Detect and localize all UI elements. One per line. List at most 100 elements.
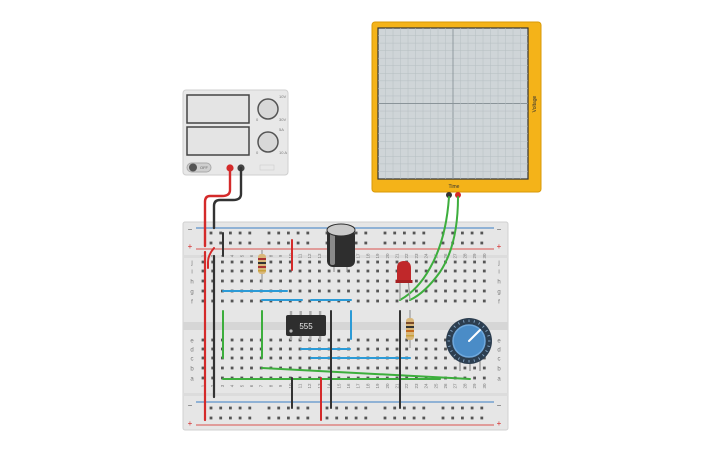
breadboard-hole[interactable] (415, 289, 418, 293)
breadboard-hole[interactable] (221, 299, 224, 303)
breadboard-hole[interactable] (347, 279, 350, 283)
breadboard-hole[interactable] (473, 269, 476, 273)
breadboard-hole[interactable] (288, 366, 292, 370)
breadboard-hole[interactable] (318, 269, 321, 273)
breadboard-hole[interactable] (415, 299, 418, 303)
breadboard-hole[interactable] (422, 231, 426, 235)
breadboard-hole[interactable] (470, 416, 474, 420)
breadboard-hole[interactable] (473, 260, 476, 264)
breadboard-hole[interactable] (405, 338, 409, 342)
breadboard-hole[interactable] (248, 406, 252, 410)
breadboard-hole[interactable] (356, 269, 360, 273)
voltage-knob[interactable] (257, 98, 279, 120)
breadboard-hole[interactable] (230, 279, 234, 283)
breadboard-hole[interactable] (279, 260, 282, 264)
breadboard-hole[interactable] (201, 347, 205, 351)
power-supply[interactable]: 10V 0 30V 5A 0 10 A OFF (182, 89, 289, 176)
breadboard-hole[interactable] (424, 356, 428, 360)
breadboard-hole[interactable] (364, 231, 368, 235)
breadboard-hole[interactable] (366, 260, 370, 264)
breadboard-hole[interactable] (441, 241, 445, 245)
breadboard-hole[interactable] (279, 356, 282, 360)
breadboard-hole[interactable] (267, 416, 271, 420)
breadboard-hole[interactable] (444, 269, 447, 273)
breadboard-hole[interactable] (366, 269, 370, 273)
led[interactable] (395, 261, 413, 301)
breadboard-hole[interactable] (453, 260, 457, 264)
breadboard-hole[interactable] (347, 289, 350, 293)
oscilloscope[interactable]: Time Voltage (371, 21, 542, 198)
breadboard-hole[interactable] (298, 356, 302, 360)
breadboard-hole[interactable] (366, 299, 370, 303)
breadboard-hole[interactable] (480, 231, 484, 235)
breadboard-hole[interactable] (306, 406, 310, 410)
breadboard-hole[interactable] (250, 366, 253, 370)
breadboard-hole[interactable] (287, 406, 290, 410)
breadboard-hole[interactable] (201, 289, 205, 293)
breadboard-hole[interactable] (383, 241, 387, 245)
wire-power-positive[interactable] (203, 166, 232, 248)
breadboard-hole[interactable] (405, 366, 409, 370)
breadboard-hole[interactable] (337, 366, 341, 370)
breadboard-hole[interactable] (395, 347, 399, 351)
wires[interactable] (203, 166, 471, 422)
breadboard-hole[interactable] (434, 299, 438, 303)
breadboard-hole[interactable] (238, 406, 242, 410)
breadboard-hole[interactable] (473, 376, 476, 380)
breadboard-hole[interactable] (219, 416, 223, 420)
breadboard-hole[interactable] (415, 260, 418, 264)
breadboard-hole[interactable] (424, 279, 428, 283)
breadboard-hole[interactable] (250, 299, 253, 303)
breadboard-hole[interactable] (327, 338, 331, 342)
breadboard-hole[interactable] (385, 366, 389, 370)
breadboard-hole[interactable] (376, 260, 379, 264)
breadboard-hole[interactable] (395, 366, 399, 370)
breadboard-hole[interactable] (267, 241, 271, 245)
breadboard-hole[interactable] (298, 260, 302, 264)
breadboard-hole[interactable] (296, 231, 300, 235)
breadboard-hole[interactable] (221, 279, 224, 283)
breadboard-hole[interactable] (385, 289, 389, 293)
breadboard-hole[interactable] (229, 406, 232, 410)
breadboard-hole[interactable] (366, 347, 370, 351)
breadboard-hole[interactable] (318, 289, 321, 293)
breadboard-hole[interactable] (219, 241, 223, 245)
breadboard-hole[interactable] (385, 299, 389, 303)
breadboard-hole[interactable] (356, 279, 360, 283)
breadboard-hole[interactable] (288, 356, 292, 360)
breadboard-hole[interactable] (269, 347, 273, 351)
wire-green-long-1[interactable] (261, 367, 471, 380)
breadboard-hole[interactable] (325, 231, 329, 235)
breadboard-hole[interactable] (327, 269, 331, 273)
breadboard-hole[interactable] (444, 356, 447, 360)
breadboard-hole[interactable] (240, 366, 244, 370)
breadboard-hole[interactable] (248, 416, 252, 420)
breadboard-hole[interactable] (337, 279, 341, 283)
breadboard-hole[interactable] (335, 416, 339, 420)
breadboard-hole[interactable] (308, 279, 312, 283)
breadboard-hole[interactable] (238, 231, 242, 235)
breadboard-hole[interactable] (298, 289, 302, 293)
breadboard-hole[interactable] (287, 416, 290, 420)
breadboard-hole[interactable] (482, 299, 486, 303)
breadboard-hole[interactable] (395, 338, 399, 342)
breadboard-hole[interactable] (325, 406, 329, 410)
resistor-bottom[interactable] (406, 310, 414, 348)
breadboard-hole[interactable] (385, 347, 389, 351)
breadboard-hole[interactable] (221, 269, 224, 273)
breadboard-hole[interactable] (211, 366, 215, 370)
breadboard-hole[interactable] (337, 289, 341, 293)
breadboard-hole[interactable] (434, 279, 438, 283)
breadboard-hole[interactable] (308, 260, 312, 264)
breadboard-hole[interactable] (269, 356, 273, 360)
breadboard-hole[interactable] (209, 416, 213, 420)
breadboard-hole[interactable] (473, 279, 476, 283)
breadboard-hole[interactable] (269, 260, 273, 264)
breadboard-hole[interactable] (422, 416, 426, 420)
breadboard-hole[interactable] (201, 299, 205, 303)
breadboard-hole[interactable] (385, 279, 389, 283)
breadboard-hole[interactable] (415, 366, 418, 370)
breadboard-hole[interactable] (288, 260, 292, 264)
breadboard-hole[interactable] (434, 347, 438, 351)
breadboard-hole[interactable] (444, 299, 447, 303)
